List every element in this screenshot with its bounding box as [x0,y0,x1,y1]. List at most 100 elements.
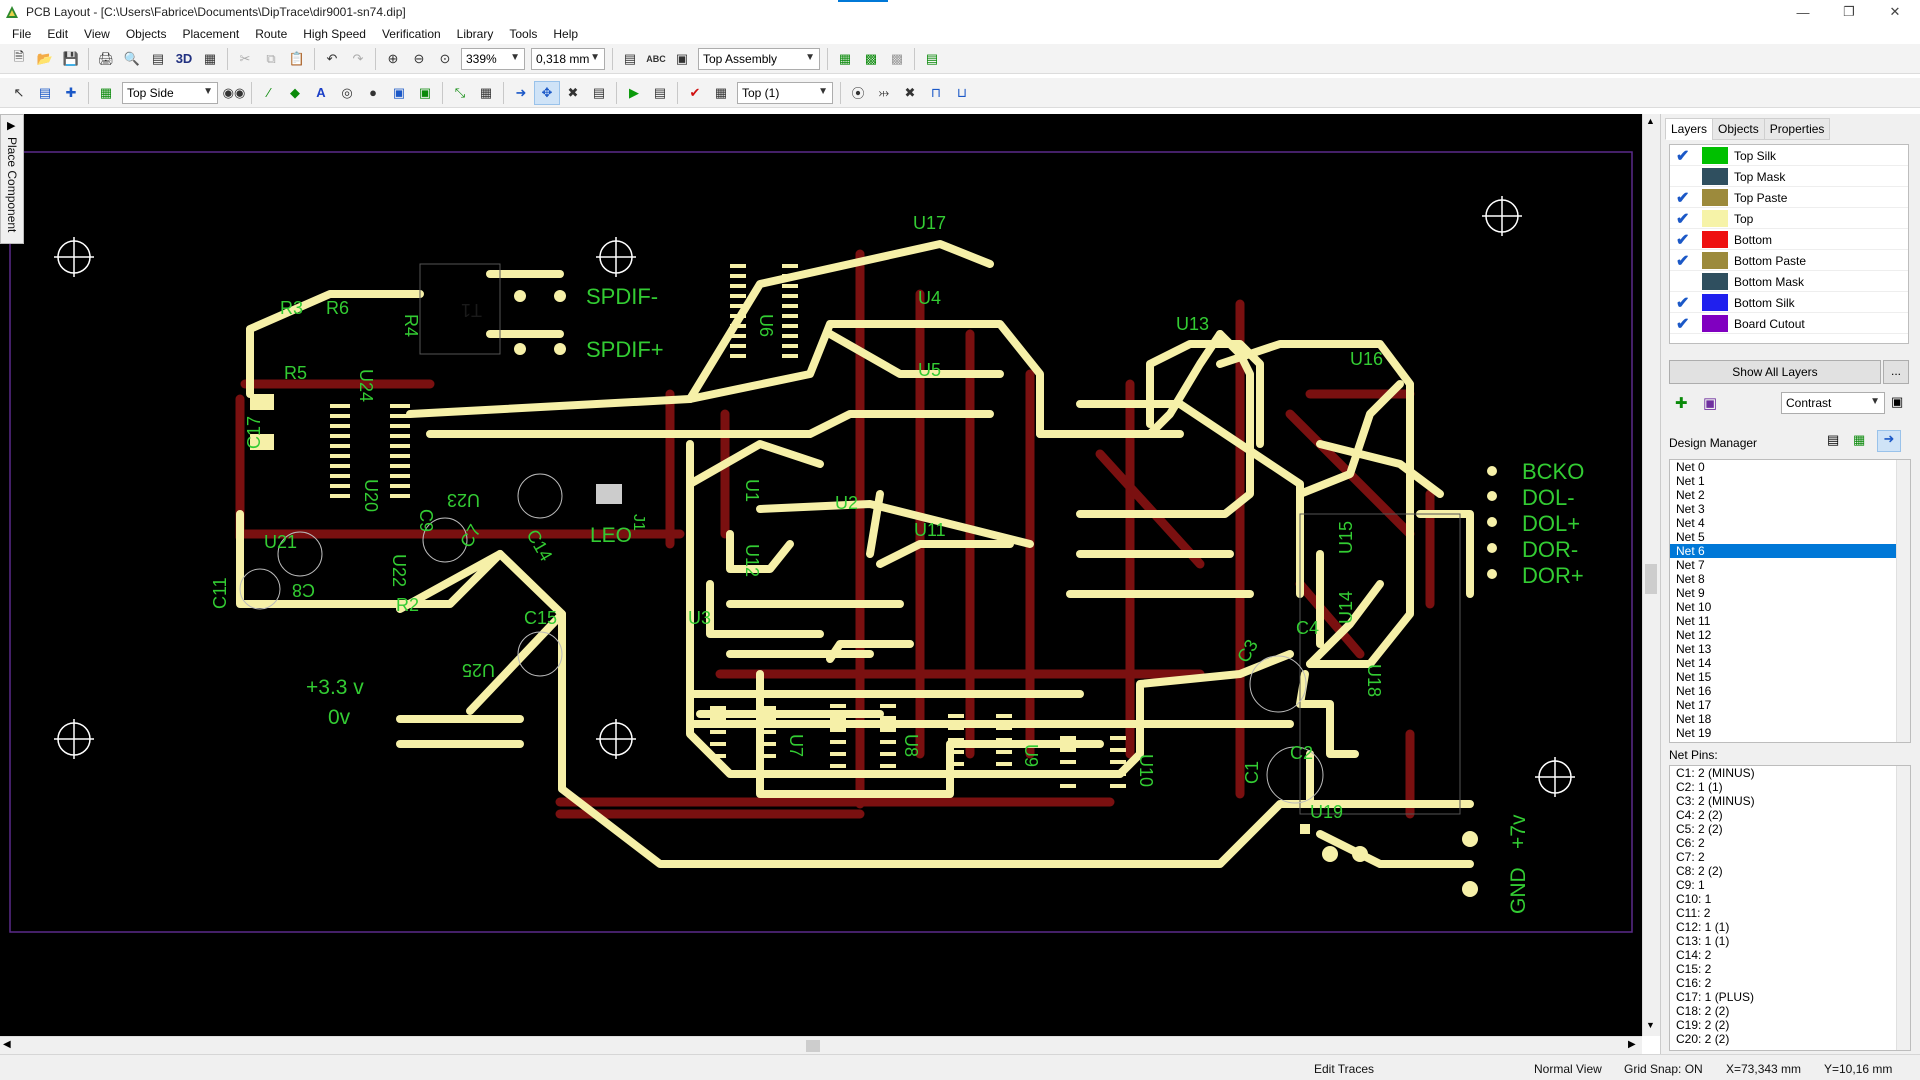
undo-icon[interactable]: ↶ [326,50,338,66]
layer-row[interactable]: ✔Bottom [1670,229,1908,250]
image-tool-icon[interactable]: ▣ [392,84,406,100]
net-item[interactable]: Net 6 [1670,544,1910,558]
scroll-right-icon[interactable]: ▶ [1628,1039,1636,1050]
net-connect-icon[interactable]: ▦ [838,50,852,66]
layer-visible-checkbox[interactable]: ✔ [1676,295,1690,312]
text-tool-icon[interactable]: A [316,85,326,100]
net-item[interactable]: Net 7 [1676,558,1705,572]
tune-icon[interactable]: ⊔ [956,84,968,100]
tab-objects[interactable]: Objects [1712,118,1765,140]
via-tool-icon[interactable]: ◎ [341,84,353,100]
dm-net-icon[interactable]: ➜ [1877,430,1901,452]
net-pin-item[interactable]: C18: 2 (2) [1676,1004,1730,1018]
layer-color-swatch[interactable] [1702,147,1728,164]
route-all-icon[interactable]: ▩ [864,50,878,66]
more-button[interactable]: ... [1883,360,1909,384]
spell-check-icon[interactable]: ABC [646,53,666,64]
layer-row[interactable]: Top Mask [1670,166,1908,187]
layer-color-swatch[interactable] [1702,168,1728,185]
drc-icon[interactable]: ✔ [689,84,701,100]
net-pin-item[interactable]: C11: 2 [1676,906,1711,920]
layer-select[interactable]: Top (1)▼ [737,81,833,104]
layer-visible-checkbox[interactable]: ✔ [1676,232,1690,249]
net-pin-item[interactable]: C3: 2 (MINUS) [1676,794,1755,808]
split-trace-icon[interactable]: ✖ [567,84,579,100]
measure-icon[interactable]: ⤡ [454,84,466,100]
dm-list-icon[interactable]: ▤ [1827,432,1840,447]
layer-settings-icon[interactable]: ▣ [1703,395,1718,412]
net-item[interactable]: Net 5 [1676,530,1705,544]
export-icon[interactable]: ▤ [151,50,165,66]
net-item[interactable]: Net 16 [1676,684,1712,698]
panelize-icon[interactable]: ▦ [203,50,217,66]
net-item[interactable]: Net 8 [1676,572,1705,586]
edit-traces-icon[interactable]: ✥ [534,80,560,105]
net-pin-item[interactable]: C15: 2 [1676,962,1712,976]
scroll-left-icon[interactable]: ◀ [3,1039,11,1050]
open-folder-icon[interactable]: 📂 [36,50,54,66]
net-pin-item[interactable]: C17: 1 (PLUS) [1676,990,1755,1004]
layer-icon[interactable]: ▦ [99,84,113,100]
place-component-tab[interactable]: ▶ Place Component [0,114,24,244]
layer-color-swatch[interactable] [1702,252,1728,269]
view-mode-select[interactable]: Top Assembly▼ [698,47,820,70]
print-icon[interactable]: 🖨 [97,50,115,66]
save-icon[interactable]: 💾 [62,50,80,66]
origin-icon[interactable]: ✚ [65,84,77,100]
restore-icon[interactable]: ❐ [1843,4,1855,19]
net-pin-item[interactable]: C1: 2 (MINUS) [1676,766,1755,780]
net-item[interactable]: Net 9 [1676,586,1705,600]
net-pin-item[interactable]: C6: 2 [1676,836,1705,850]
layer-row[interactable]: ✔Bottom Silk [1670,292,1908,313]
layer-visible-checkbox[interactable]: ✔ [1676,211,1690,228]
unroute-icon[interactable]: ▩ [890,50,904,66]
pour-tool-icon[interactable]: ▣ [418,84,432,100]
design-info-icon[interactable]: ▤ [623,50,637,66]
fanout-icon[interactable]: ✖ [904,84,916,100]
netpins-scrollbar[interactable] [1896,766,1910,1050]
paste-icon[interactable]: 📋 [288,50,306,66]
layer-row[interactable]: ✔Bottom Paste [1670,250,1908,271]
menu-edit[interactable]: Edit [47,27,69,41]
net-item[interactable]: Net 13 [1676,642,1712,656]
line-tool-icon[interactable]: ∕ [267,85,271,100]
drc-setup-icon[interactable]: ▦ [714,84,728,100]
bus-icon[interactable]: ▤ [592,84,606,100]
net-pin-item[interactable]: C12: 1 (1) [1676,920,1730,934]
grid-size-select[interactable]: 0,318 mm▼ [531,47,605,70]
add-layer-icon[interactable]: ✚ [1675,395,1688,412]
layer-color-swatch[interactable] [1702,231,1728,248]
zoom-in-icon[interactable]: ⊕ [387,50,399,66]
netlist-scrollbar[interactable] [1896,460,1910,742]
menu-library[interactable]: Library [456,27,494,41]
layer-color-swatch[interactable] [1702,294,1728,311]
layer-color-swatch[interactable] [1702,273,1728,290]
net-item[interactable]: Net 19 [1676,726,1712,740]
menu-objects[interactable]: Objects [125,27,167,41]
layer-visible-checkbox[interactable]: ✔ [1676,148,1690,165]
print-preview-icon[interactable]: 🔍 [123,50,141,66]
layer-color-swatch[interactable] [1702,315,1728,332]
layer-row[interactable]: ✔Top [1670,208,1908,229]
net-pin-item[interactable]: C10: 1 [1676,892,1712,906]
run-autorouter-icon[interactable]: ▶ [629,84,639,100]
table-icon[interactable]: ▦ [479,84,493,100]
net-item[interactable]: Net 17 [1676,698,1712,712]
minimize-icon[interactable]: — [1796,4,1810,20]
hole-tool-icon[interactable]: ● [369,85,377,100]
close-icon[interactable]: ✕ [1889,4,1901,19]
pin-panel-icon[interactable]: ▣ [1891,394,1904,409]
tab-layers[interactable]: Layers [1665,118,1714,140]
net-pin-item[interactable]: C16: 2 [1676,976,1712,990]
layer-visible-checkbox[interactable]: ✔ [1676,316,1690,333]
contrast-select[interactable]: Contrast▼ [1781,392,1885,414]
layer-row[interactable]: ✔Board Cutout [1670,313,1908,334]
net-pins-list[interactable]: C1: 2 (MINUS)C2: 1 (1)C3: 2 (MINUS)C4: 2… [1669,765,1911,1051]
layer-visible-checkbox[interactable]: ✔ [1676,253,1690,270]
scroll-up-icon[interactable]: ▲ [1646,116,1655,126]
menu-high-speed[interactable]: High Speed [303,27,366,41]
menu-view[interactable]: View [84,27,110,41]
new-file-icon[interactable]: 🗎 [13,48,25,64]
menu-verification[interactable]: Verification [381,27,441,41]
